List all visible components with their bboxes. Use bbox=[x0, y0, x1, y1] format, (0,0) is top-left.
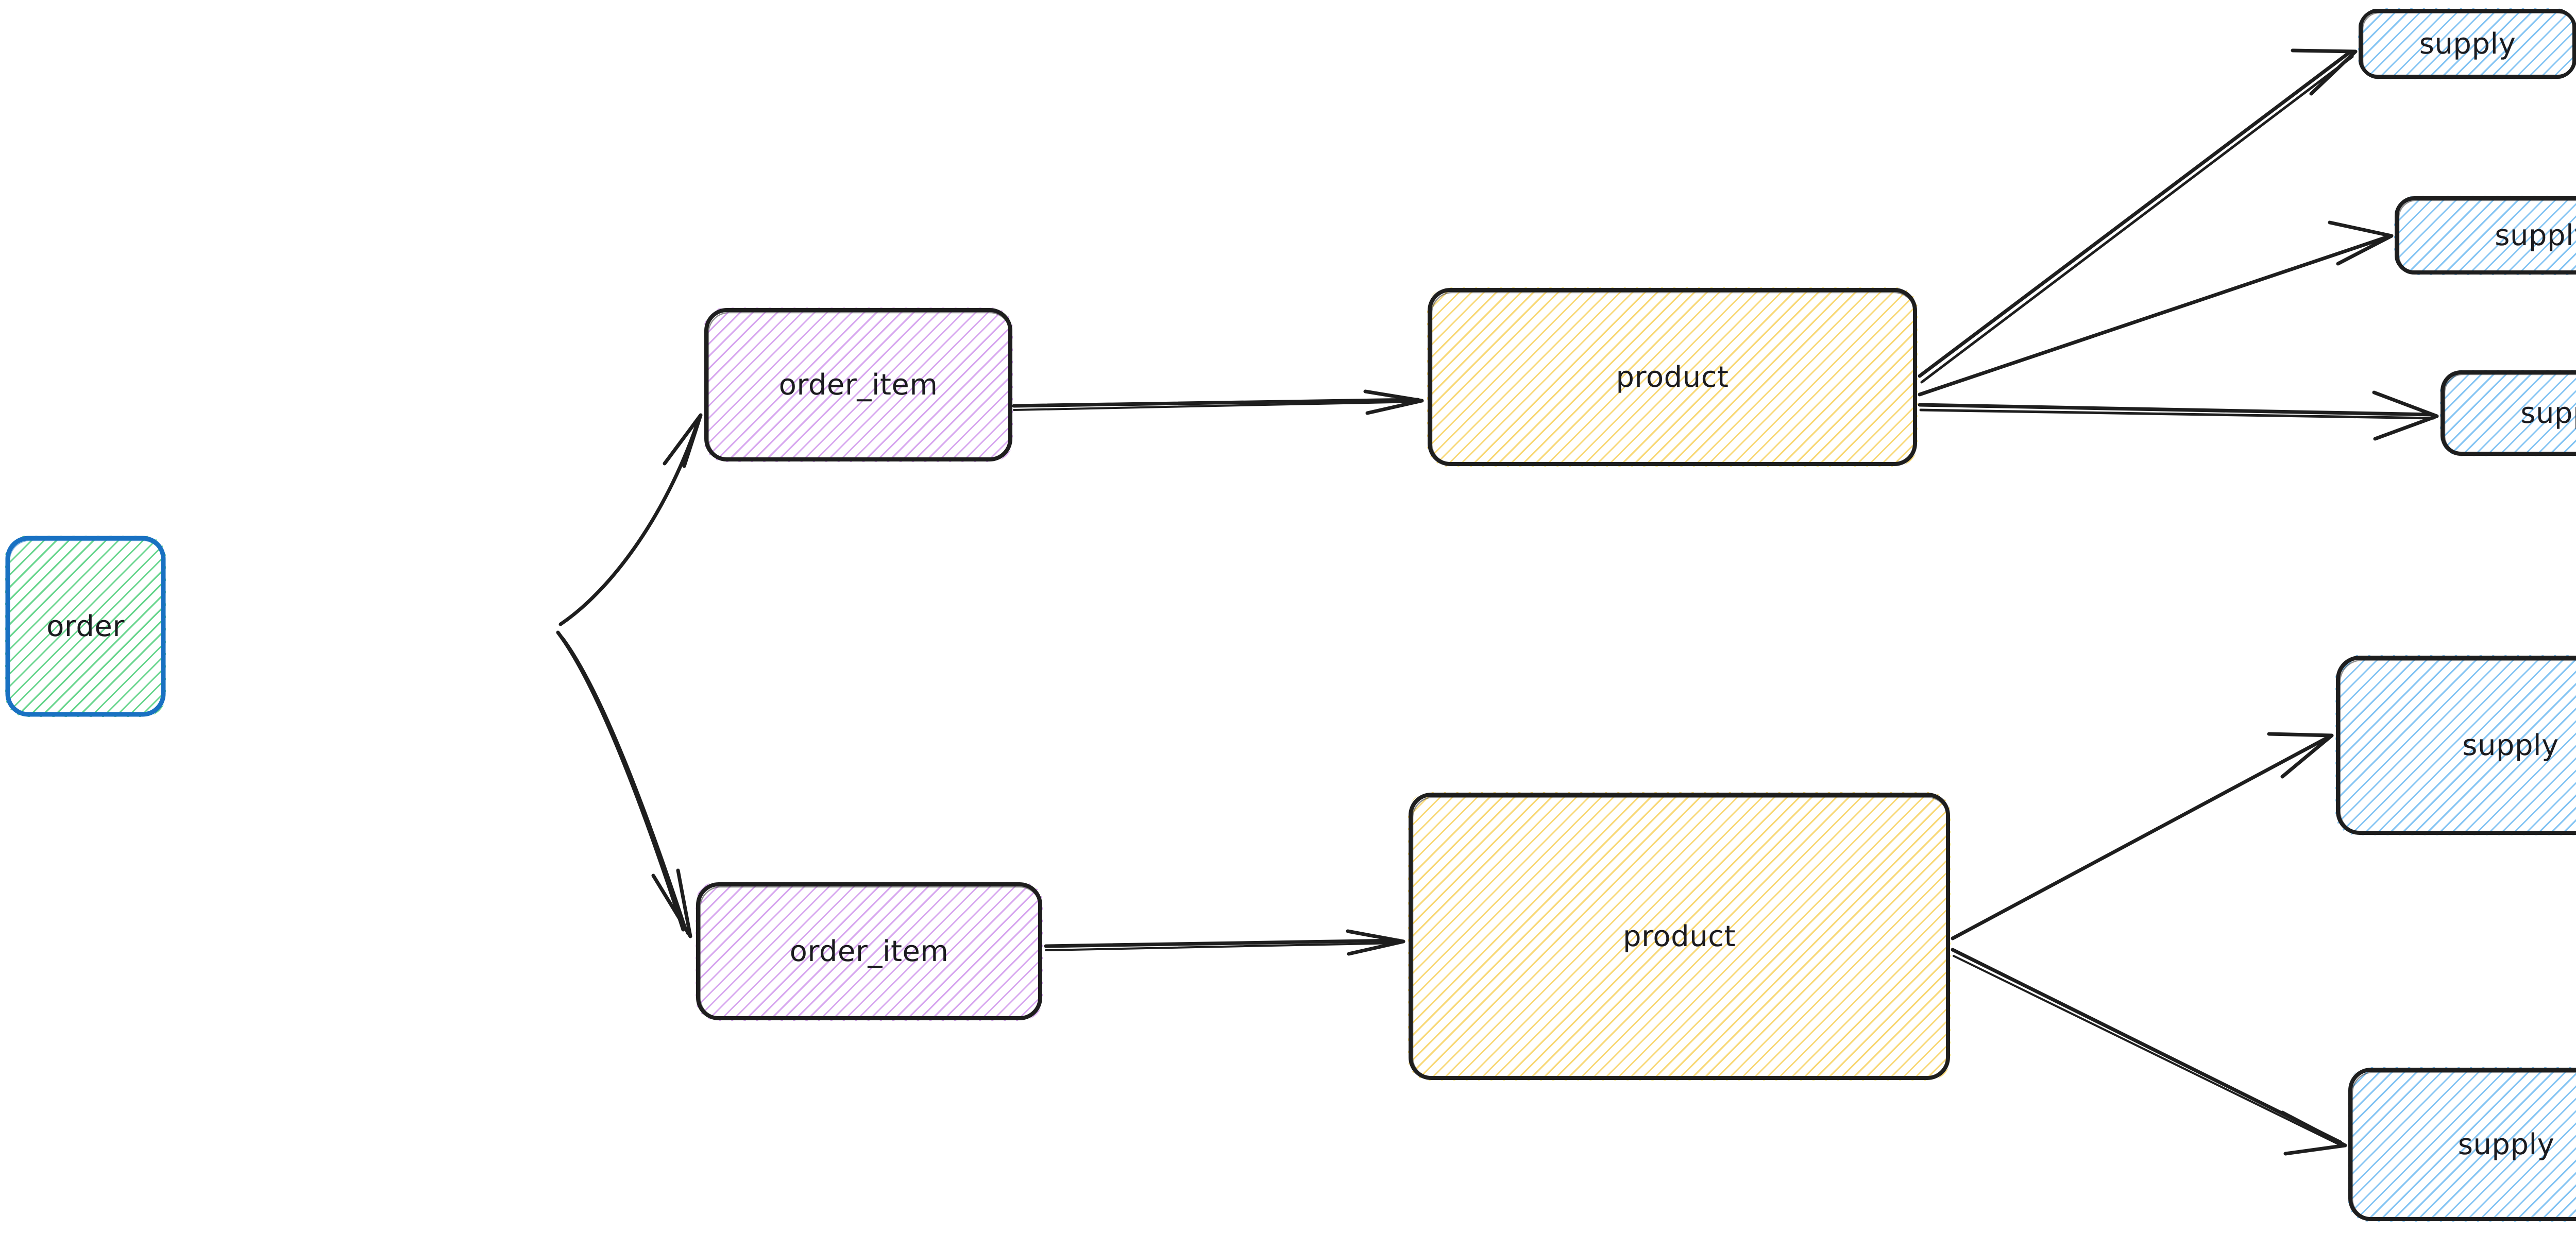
node-label: order bbox=[46, 609, 125, 643]
node-label: order_item bbox=[789, 934, 949, 968]
edge-order-item-bottom-to-product-bottom bbox=[1044, 929, 1405, 956]
node-supply-4[interactable]: supply bbox=[2335, 655, 2576, 835]
node-supply-2[interactable]: supply bbox=[2394, 196, 2576, 275]
edge-order-item-top-to-product-top bbox=[1012, 389, 1424, 415]
node-order-item-bottom[interactable]: order_item bbox=[696, 882, 1043, 1021]
node-order[interactable]: order bbox=[5, 536, 166, 717]
node-label: product bbox=[1623, 919, 1736, 953]
edge-product-top-to-supply-3 bbox=[1918, 390, 2439, 441]
node-label: order_item bbox=[778, 368, 938, 402]
node-label: product bbox=[1616, 360, 1729, 394]
node-label: supply bbox=[2495, 218, 2576, 252]
node-label: supply bbox=[2458, 1127, 2555, 1161]
node-label: supply bbox=[2462, 728, 2559, 762]
edge-order-to-order-item-bottom bbox=[556, 630, 692, 938]
node-supply-3[interactable]: supply bbox=[2440, 370, 2576, 456]
edge-order-to-order-item-top bbox=[558, 413, 703, 626]
node-supply-1[interactable]: supply bbox=[2358, 8, 2576, 79]
node-label: supply bbox=[2520, 396, 2576, 430]
node-order-item-top[interactable]: order_item bbox=[704, 307, 1013, 462]
node-label: supply bbox=[2419, 27, 2516, 61]
edge-product-top-to-supply-1 bbox=[1918, 48, 2358, 384]
node-product-top[interactable]: product bbox=[1427, 287, 1918, 467]
node-product-bottom[interactable]: product bbox=[1408, 792, 1951, 1081]
edge-product-bottom-to-supply-5 bbox=[1951, 948, 2347, 1156]
node-supply-5[interactable]: supply bbox=[2348, 1067, 2576, 1222]
edge-product-bottom-to-supply-4 bbox=[1951, 732, 2334, 940]
edge-product-top-to-supply-2 bbox=[1918, 220, 2394, 397]
